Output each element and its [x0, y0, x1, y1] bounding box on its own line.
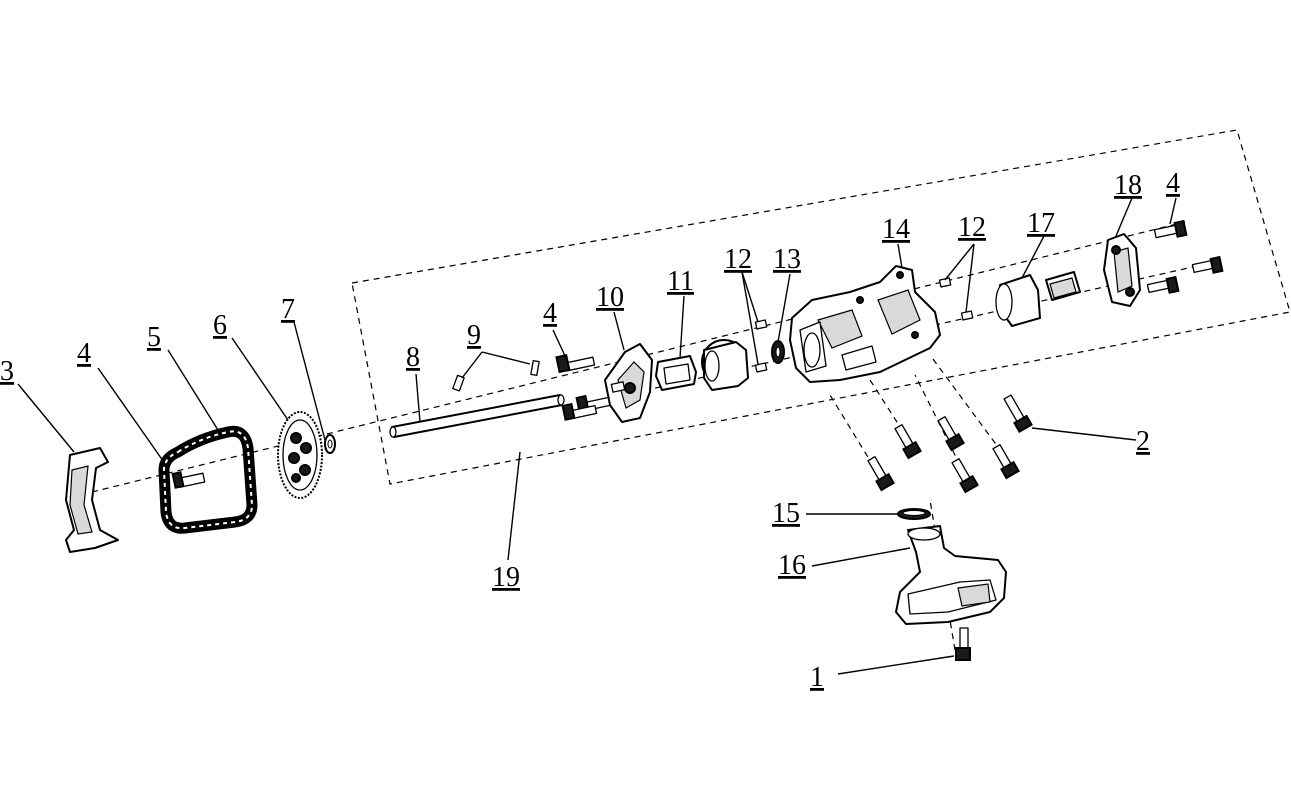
callout-11: 11 [667, 266, 694, 297]
callout-6: 6 [213, 310, 227, 341]
o-ring-part [897, 508, 931, 520]
callout-1: 1 [810, 662, 824, 693]
spring-part [771, 340, 785, 364]
callout-8: 8 [406, 342, 420, 373]
bolt-parts-rear [1146, 219, 1224, 294]
pipe-axis [929, 499, 956, 651]
rear-sleeve-part [995, 271, 1081, 327]
rotor-part [655, 355, 697, 391]
oil-strainer-part [895, 525, 1007, 625]
callout-4-front: 4 [543, 298, 557, 329]
pin-parts [452, 359, 540, 392]
rear-cover-part [1103, 233, 1141, 307]
pump-front-cover-part [604, 343, 653, 423]
callout-4: 4 [77, 338, 91, 369]
washer-part [324, 434, 336, 454]
dowel-parts [754, 277, 974, 373]
callout-16: 16 [778, 550, 806, 581]
drive-shaft-part [389, 394, 565, 438]
assembly-group-boundary [351, 129, 1291, 485]
sprocket-part [277, 411, 323, 499]
bracket-part [65, 447, 119, 553]
housing-bolt-parts [867, 394, 1033, 494]
callout-12: 12 [724, 244, 752, 275]
strainer-bolt-part [955, 627, 971, 661]
pump-housing-part [789, 265, 941, 383]
pump-sleeve-part [701, 339, 749, 391]
leader-lines [17, 197, 1177, 675]
callout-14: 14 [882, 214, 910, 245]
callout-19: 19 [492, 562, 520, 593]
callout-3: 3 [0, 356, 14, 387]
callout-17: 17 [1027, 208, 1055, 239]
callout-9: 9 [467, 320, 481, 351]
timing-chain-part [158, 425, 258, 534]
callout-4-rear: 4 [1166, 168, 1180, 199]
callout-7: 7 [281, 294, 295, 325]
callout-15: 15 [772, 498, 800, 529]
lower-bolt-axis-3 [914, 374, 971, 486]
bolt-parts-front [555, 353, 612, 421]
callout-12-rear: 12 [958, 212, 986, 243]
callout-10: 10 [596, 282, 624, 313]
callout-2: 2 [1136, 426, 1150, 457]
callout-13: 13 [773, 244, 801, 275]
callout-5: 5 [147, 322, 161, 353]
callout-18: 18 [1114, 170, 1142, 201]
